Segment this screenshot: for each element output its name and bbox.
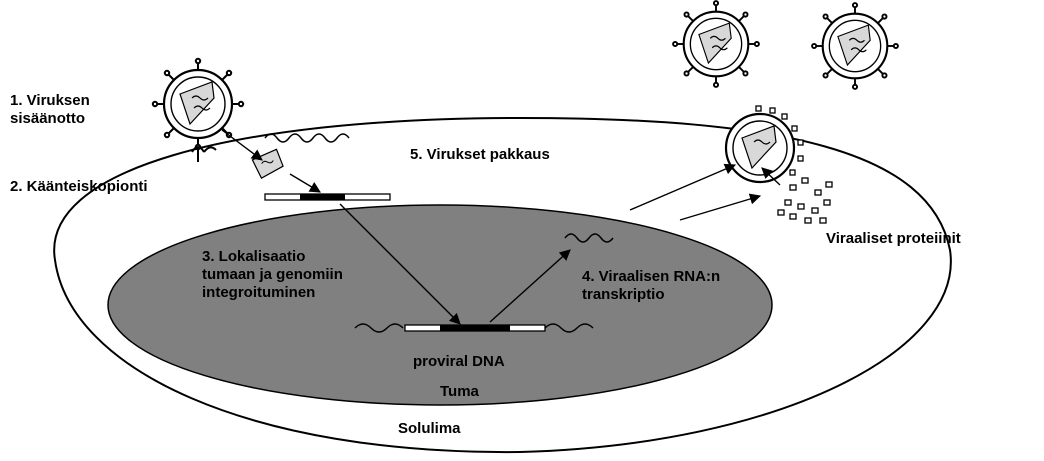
label-step1: 1. Viruksen sisäänotto	[10, 92, 90, 128]
label-viral-proteins: Viraaliset proteiinit	[826, 230, 961, 248]
released-virion-icon	[673, 1, 759, 87]
released-virion-icon	[812, 3, 898, 89]
label-step4: 4. Viraalisen RNA:n transkriptio	[582, 268, 720, 304]
label-proviral-dna: proviral DNA	[413, 353, 505, 371]
label-step3: 3. Lokalisaatio tumaan ja genomiin integ…	[202, 248, 343, 302]
label-step2: 2. Käänteiskopionti	[10, 178, 148, 196]
dna-bar	[265, 194, 390, 200]
label-nucleus: Tuma	[440, 383, 479, 401]
label-cytoplasm: Solulima	[398, 420, 461, 438]
nucleus	[108, 205, 772, 405]
label-step5: 5. Virukset pakkaus	[410, 146, 550, 164]
